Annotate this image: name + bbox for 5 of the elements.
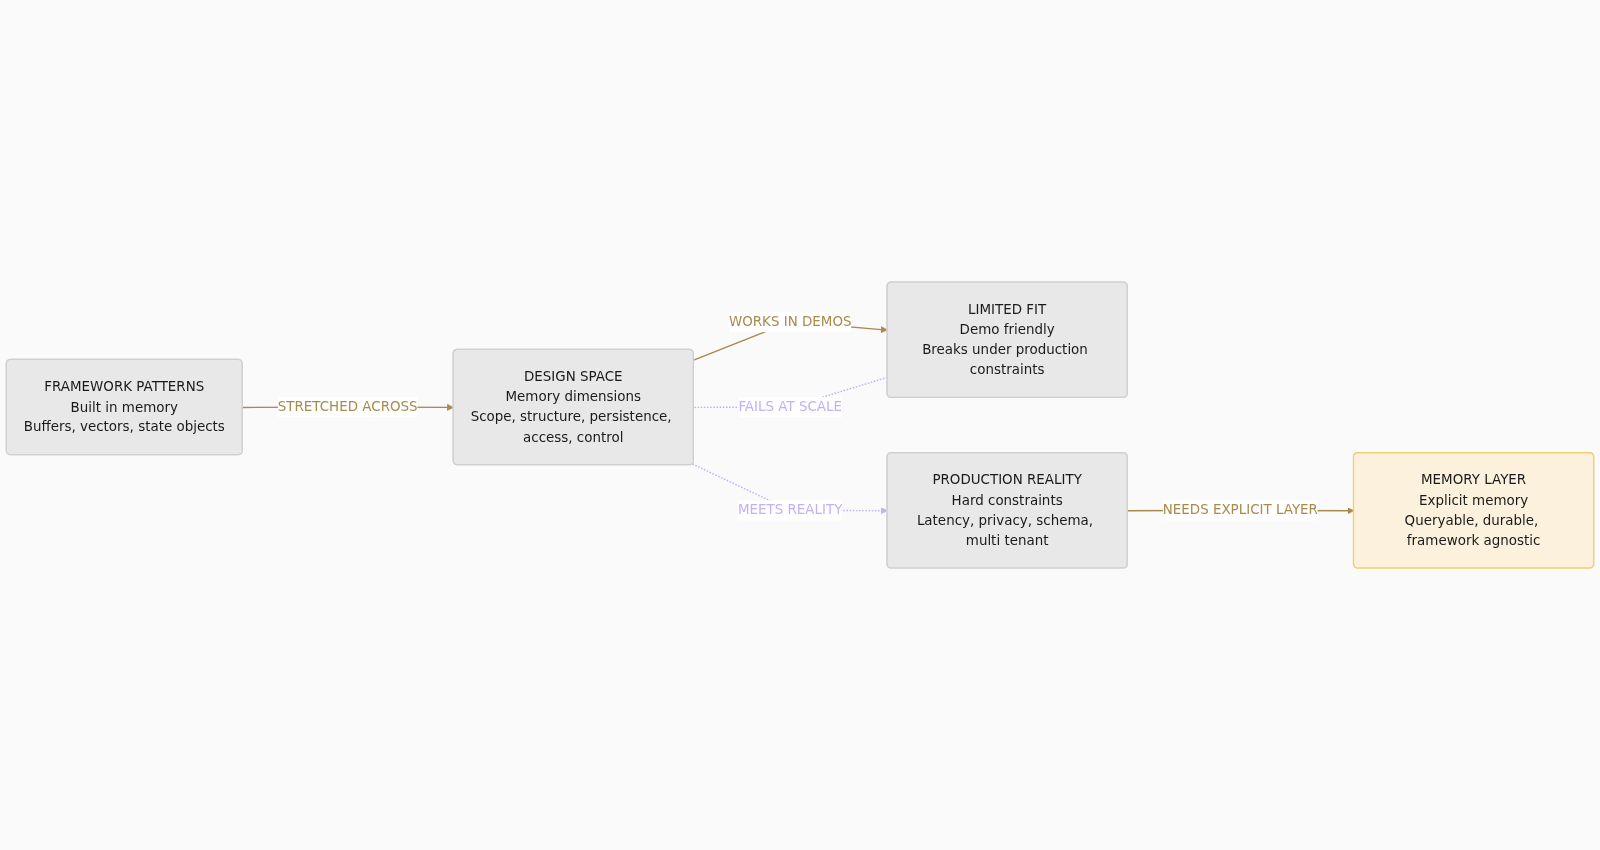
edge-label: NEEDS EXPLICIT LAYER	[1162, 501, 1318, 518]
edge-label: FAILS AT SCALE	[738, 398, 842, 415]
edge-label: MEETS REALITY	[737, 501, 843, 518]
edge-label: WORKS IN DEMOS	[728, 313, 852, 329]
edge-label: STRETCHED ACROSS	[277, 398, 418, 415]
